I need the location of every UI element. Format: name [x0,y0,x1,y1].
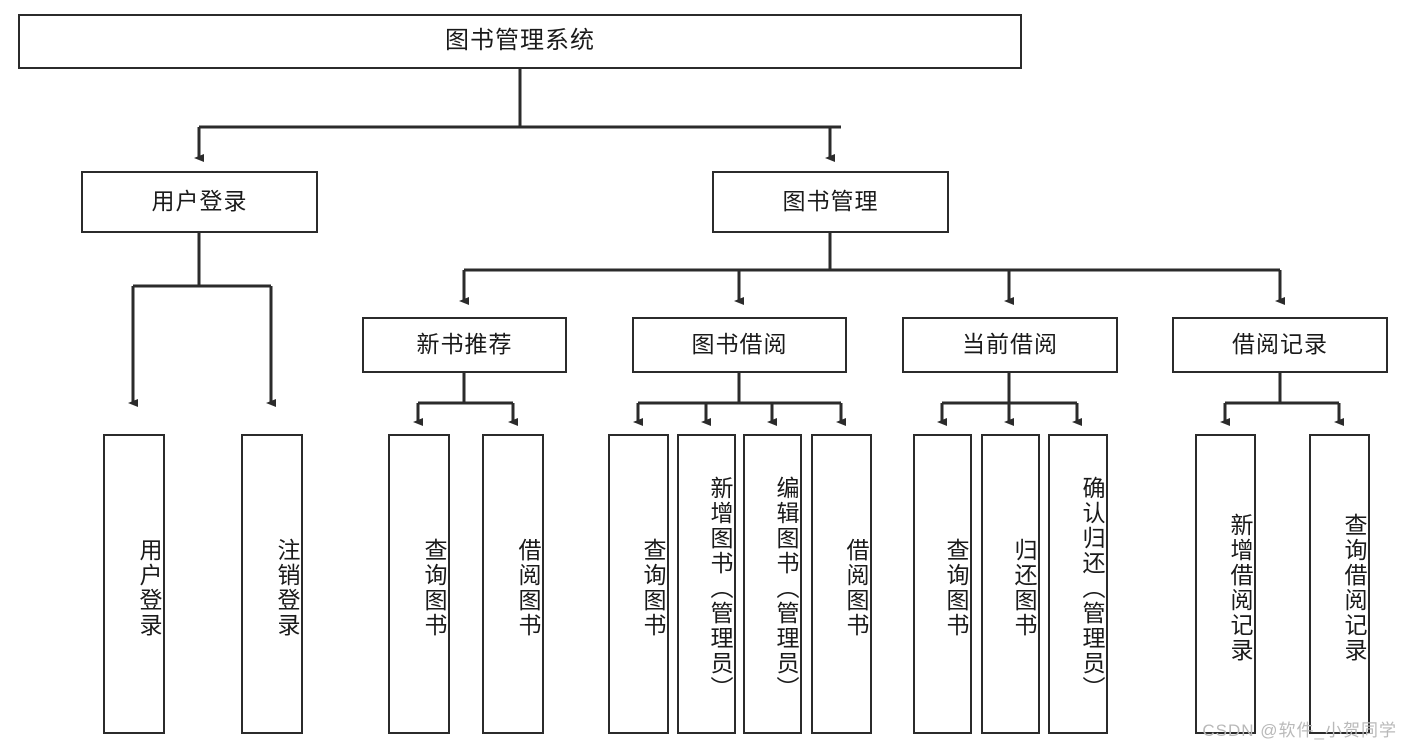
node-book-borrow-label: 图书借阅 [691,331,788,358]
node-book-borrow[interactable]: 图书借阅 [632,317,847,373]
node-leaf-user-logout[interactable]: 注销登录 [241,434,303,734]
node-leaf-edit-book-label: 编辑图书（管理员） [773,475,799,701]
node-leaf-add-book[interactable]: 新增图书（管理员） [677,434,736,734]
node-book-manage-label: 图书管理 [782,188,879,215]
node-leaf-borrow-book-2[interactable]: 借阅图书 [811,434,872,734]
node-current-borrow-label: 当前借阅 [962,331,1058,358]
node-user-login-label: 用户登录 [151,188,248,215]
node-root-label: 图书管理系统 [445,27,595,55]
node-leaf-return-book-label: 归还图书 [1011,538,1037,638]
node-leaf-query-book-1[interactable]: 查询图书 [388,434,450,734]
node-root[interactable]: 图书管理系统 [18,14,1022,69]
node-leaf-query-book-1-label: 查询图书 [421,538,447,638]
node-leaf-confirm-return[interactable]: 确认归还（管理员） [1048,434,1108,734]
node-leaf-query-book-3[interactable]: 查询图书 [913,434,972,734]
node-leaf-user-logout-label: 注销登录 [274,538,300,638]
node-borrow-record-label: 借阅记录 [1232,331,1328,358]
watermark: CSDN @软件_小贺同学 [1202,721,1397,740]
node-leaf-borrow-book-2-label: 借阅图书 [843,538,869,638]
node-leaf-user-login[interactable]: 用户登录 [103,434,165,734]
node-leaf-add-record-label: 新增借阅记录 [1227,513,1253,663]
node-leaf-edit-book[interactable]: 编辑图书（管理员） [743,434,802,734]
node-current-borrow[interactable]: 当前借阅 [902,317,1118,373]
node-leaf-query-record[interactable]: 查询借阅记录 [1309,434,1370,734]
node-borrow-record[interactable]: 借阅记录 [1172,317,1388,373]
node-leaf-return-book[interactable]: 归还图书 [981,434,1040,734]
node-leaf-query-book-2[interactable]: 查询图书 [608,434,669,734]
node-leaf-query-book-2-label: 查询图书 [640,538,666,638]
node-new-book-recommend[interactable]: 新书推荐 [362,317,567,373]
node-user-login[interactable]: 用户登录 [81,171,318,233]
node-leaf-add-record[interactable]: 新增借阅记录 [1195,434,1256,734]
node-leaf-confirm-return-label: 确认归还（管理员） [1079,475,1105,701]
node-book-manage[interactable]: 图书管理 [712,171,949,233]
node-leaf-query-record-label: 查询借阅记录 [1341,513,1367,663]
node-new-book-recommend-label: 新书推荐 [416,331,513,358]
node-leaf-query-book-3-label: 查询图书 [943,538,969,638]
node-leaf-add-book-label: 新增图书（管理员） [707,475,733,701]
node-leaf-borrow-book-1-label: 借阅图书 [515,538,541,638]
node-leaf-borrow-book-1[interactable]: 借阅图书 [482,434,544,734]
node-leaf-user-login-label: 用户登录 [136,538,162,638]
